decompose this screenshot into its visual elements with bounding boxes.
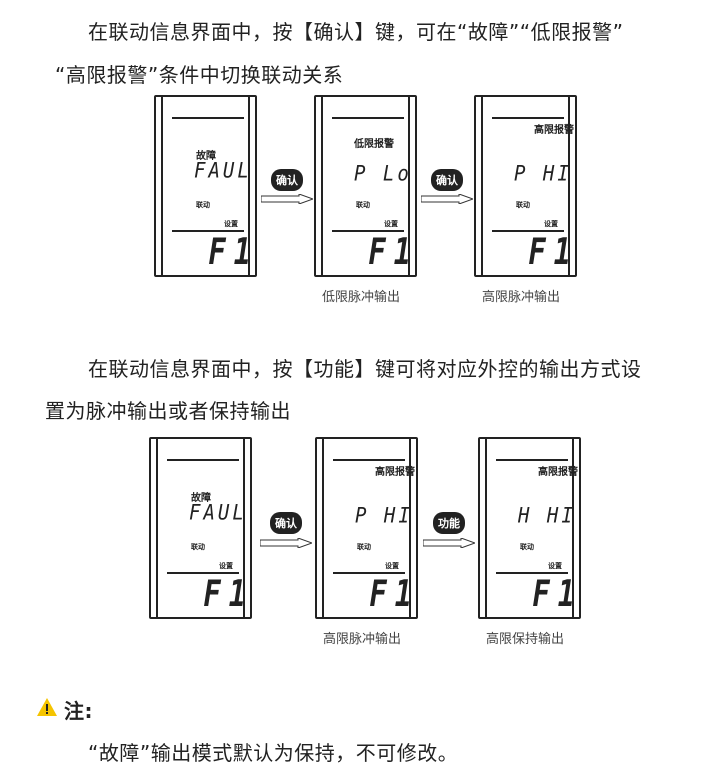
- panel-edge: [248, 97, 250, 275]
- number-display: F1: [368, 232, 420, 273]
- set-label: 设置: [219, 562, 233, 570]
- panel-edge: [572, 439, 574, 617]
- divider: [172, 117, 244, 119]
- panel-edge: [321, 97, 323, 275]
- panel-edge: [409, 439, 411, 617]
- panel-caption: 高限保持输出: [486, 632, 565, 647]
- segment-display: P Lo: [354, 161, 412, 187]
- panel-edge: [568, 97, 570, 275]
- arrow-right-icon: [421, 194, 473, 204]
- panel-header: 故障: [191, 493, 211, 504]
- set-label: 设置: [384, 220, 398, 228]
- lcd-panel: 低限报警 P Lo 联动 设置 F1: [314, 95, 417, 277]
- link-label: 联动: [516, 201, 530, 209]
- divider: [496, 459, 568, 461]
- panel-header: 故障: [196, 151, 216, 162]
- divider: [172, 230, 244, 232]
- note-title: 注:: [64, 699, 93, 723]
- divider: [332, 117, 404, 119]
- divider: [332, 230, 404, 232]
- link-label: 联动: [357, 543, 371, 551]
- arrow-right-icon: [423, 538, 475, 548]
- segment-display: P HI: [514, 161, 572, 187]
- panel-edge: [322, 439, 324, 617]
- note-text: “故障”输出模式默认为保持，不可修改。: [88, 741, 459, 765]
- divider: [333, 572, 405, 574]
- panel-edge: [481, 97, 483, 275]
- link-label: 联动: [196, 201, 210, 209]
- link-label: 联动: [356, 201, 370, 209]
- set-label: 设置: [385, 562, 399, 570]
- paragraph-line: 置为脉冲输出或者保持输出: [45, 399, 291, 423]
- panel-edge: [156, 439, 158, 617]
- divider: [496, 572, 568, 574]
- lcd-panel: 高限报警 P HI 联动 设置 F1: [474, 95, 577, 277]
- panel-edge: [485, 439, 487, 617]
- panel-caption: 低限脉冲输出: [322, 290, 401, 305]
- set-label: 设置: [224, 220, 238, 228]
- divider: [333, 459, 405, 461]
- set-label: 设置: [548, 562, 562, 570]
- number-display: F1: [528, 232, 580, 273]
- warning-icon: [37, 698, 57, 716]
- key-badge: 功能: [433, 512, 465, 534]
- panel-caption: 高限脉冲输出: [323, 632, 402, 647]
- number-display: F1: [208, 232, 260, 273]
- key-badge: 确认: [271, 169, 303, 191]
- link-label: 联动: [191, 543, 205, 551]
- number-display: F1: [369, 574, 421, 615]
- panel-header: 高限报警: [538, 467, 578, 478]
- divider: [167, 459, 239, 461]
- segment-display: FAUL: [194, 158, 252, 184]
- panel-header: 高限报警: [534, 125, 574, 136]
- divider: [492, 230, 564, 232]
- segment-display: FAUL: [189, 500, 247, 526]
- link-label: 联动: [520, 543, 534, 551]
- paragraph-line: “高限报警”条件中切换联动关系: [55, 63, 344, 87]
- panel-edge: [243, 439, 245, 617]
- panel-header: 高限报警: [375, 467, 415, 478]
- panel-edge: [161, 97, 163, 275]
- panel-caption: 高限脉冲输出: [482, 290, 561, 305]
- lcd-panel: 故障 FAUL 联动 设置 F1: [149, 437, 252, 619]
- key-badge: 确认: [431, 169, 463, 191]
- number-display: F1: [203, 574, 255, 615]
- panel-header: 低限报警: [354, 139, 394, 150]
- segment-display: P HI: [355, 503, 413, 529]
- arrow-right-icon: [260, 538, 312, 548]
- lcd-panel: 高限报警 P HI 联动 设置 F1: [315, 437, 418, 619]
- set-label: 设置: [544, 220, 558, 228]
- segment-display: H HI: [518, 503, 576, 529]
- divider: [167, 572, 239, 574]
- arrow-right-icon: [261, 194, 313, 204]
- key-badge: 确认: [270, 512, 302, 534]
- divider: [492, 117, 564, 119]
- paragraph-line: 在联动信息界面中，按【功能】键可将对应外控的输出方式设: [88, 357, 642, 381]
- panel-edge: [408, 97, 410, 275]
- lcd-panel: 故障 FAUL 联动 设置 F1: [154, 95, 257, 277]
- paragraph-line: 在联动信息界面中，按【确认】键，可在“故障”“低限报警”: [88, 20, 624, 44]
- number-display: F1: [532, 574, 584, 615]
- lcd-panel: 高限报警 H HI 联动 设置 F1: [478, 437, 581, 619]
